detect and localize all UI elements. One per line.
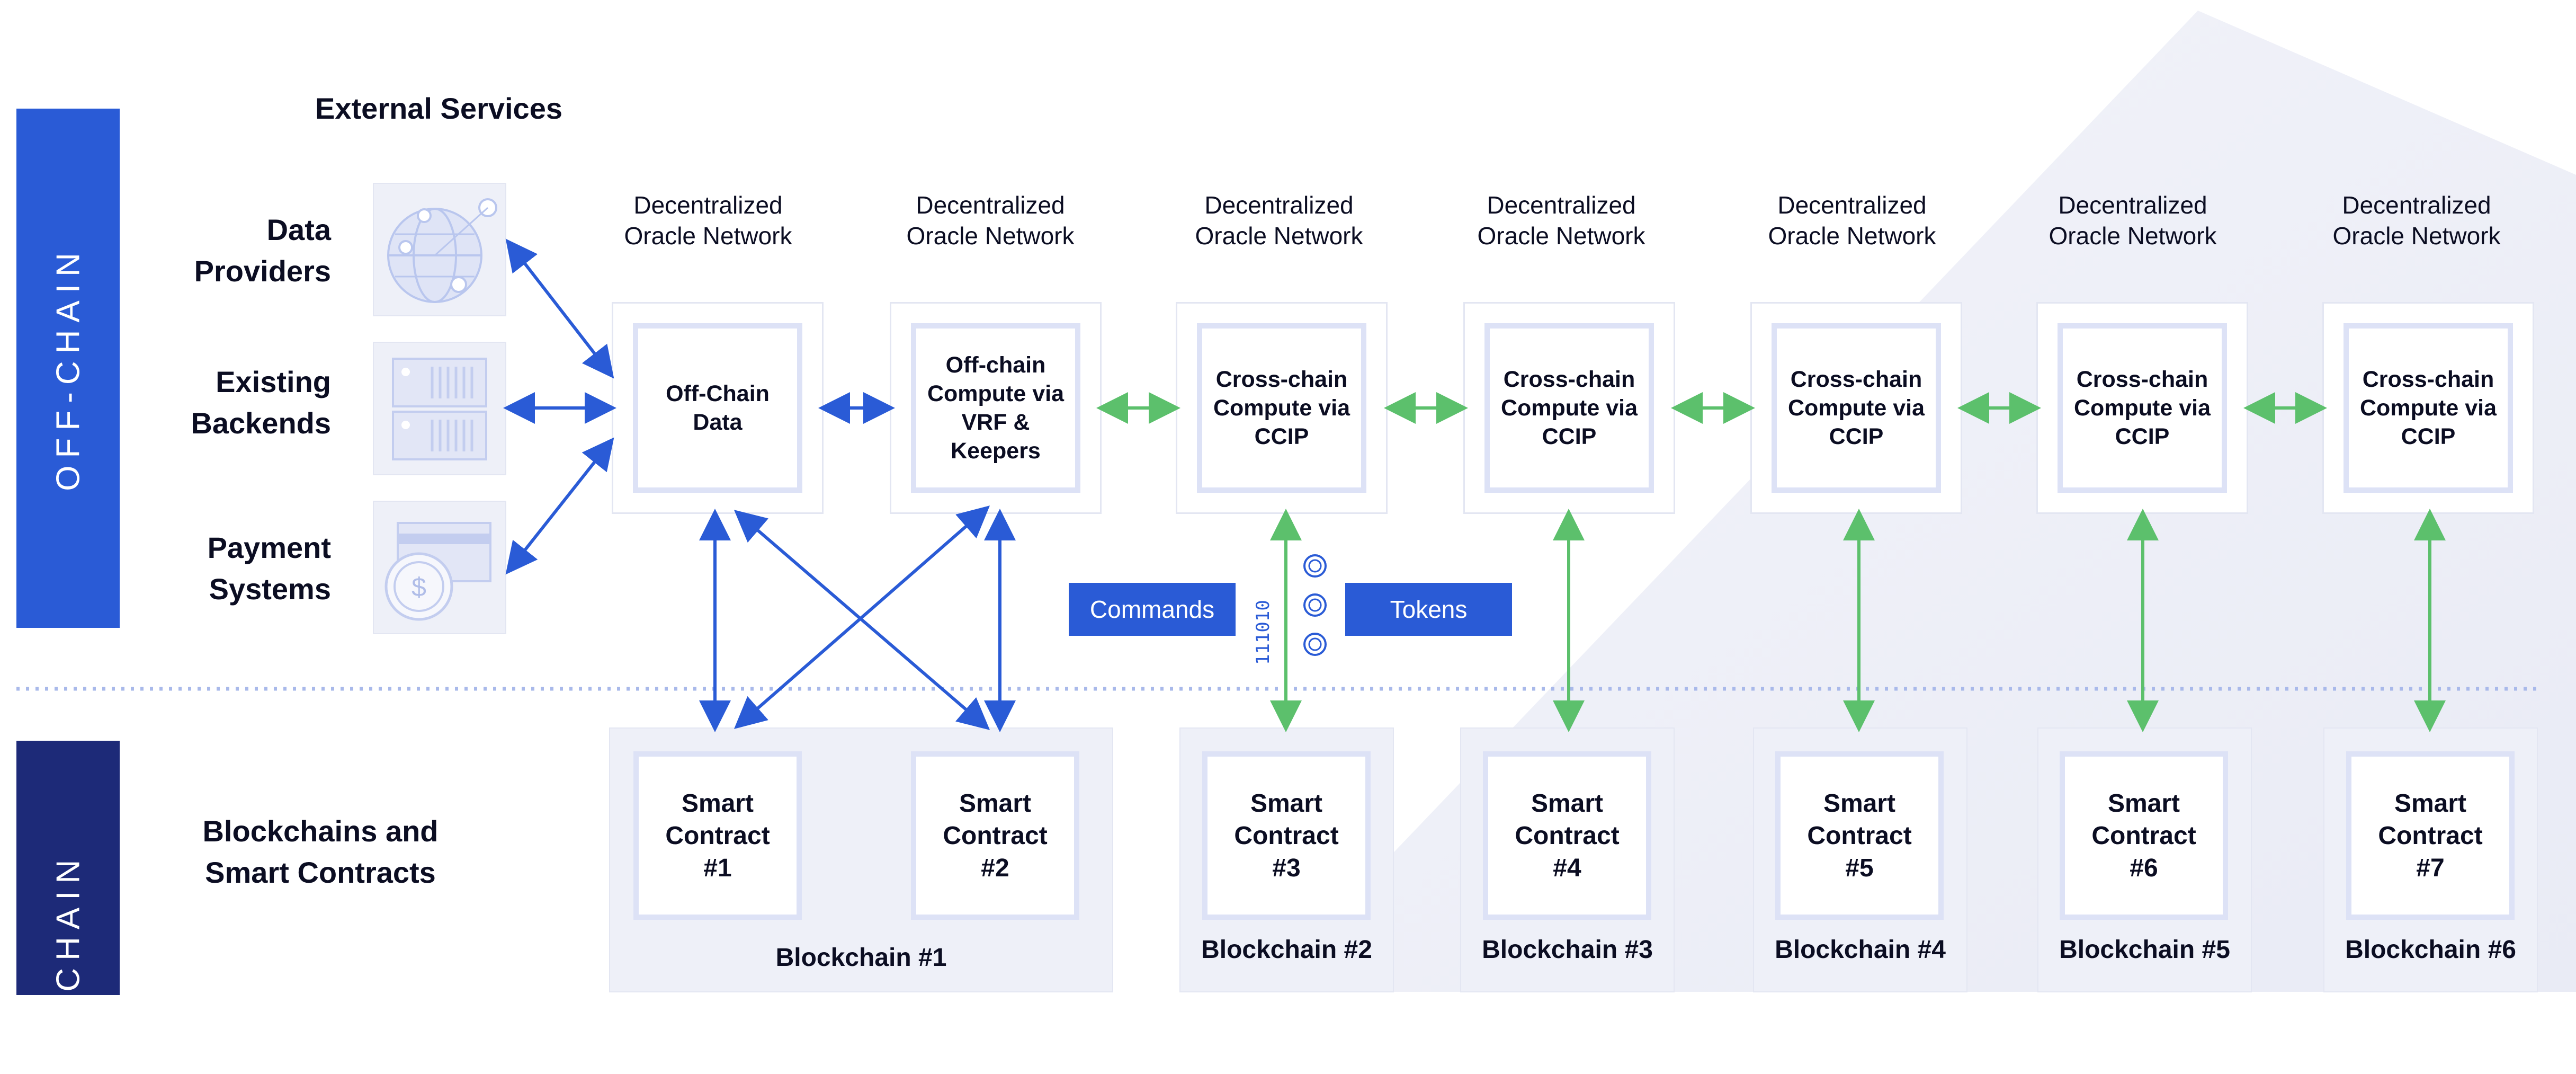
blockchain-label-3: Blockchain #3 (1482, 936, 1653, 964)
payment-systems-label: Payment Systems (207, 531, 331, 606)
globe-network-icon (373, 183, 506, 316)
smart-contract-text-2: Smart Contract #2 (943, 789, 1048, 882)
blockchain-label-6: Blockchain #6 (2345, 936, 2516, 964)
smart-contract-text-7: Smart Contract #7 (2378, 789, 2483, 882)
network-box-7: Cross-chain Compute via CCIP (2322, 302, 2534, 514)
smart-contract-2: Smart Contract #2 (911, 751, 1079, 920)
network-label-1: Decentralized Oracle Network (624, 191, 792, 250)
blockchain-label-5: Blockchain #5 (2059, 936, 2230, 964)
smart-contract-text-6: Smart Contract #6 (2091, 789, 2196, 882)
smart-contract-text-4: Smart Contract #4 (1515, 789, 1620, 882)
smart-contract-6: Smart Contract #6 (2060, 751, 2228, 920)
network-inner-1: Off-Chain Data (633, 323, 802, 493)
existing-backends-label: Existing Backends (191, 365, 331, 440)
smart-contract-text-3: Smart Contract #3 (1234, 789, 1339, 882)
smart-contract-1: Smart Contract #1 (633, 751, 802, 920)
binary-digits: 111010 (1253, 600, 1274, 665)
network-label-3: Decentralized Oracle Network (1195, 191, 1363, 250)
network-box-3: Cross-chain Compute via CCIP (1176, 302, 1388, 514)
network-box-5: Cross-chain Compute via CCIP (1750, 302, 1962, 514)
onchain-label: ON-CHAIN (50, 852, 86, 1074)
network-text-1: Off-Chain Data (666, 381, 770, 435)
network-label-2: Decentralized Oracle Network (906, 191, 1075, 250)
external-services-heading: External Services (315, 92, 562, 125)
blockchains-label: Blockchains and Smart Contracts (202, 814, 439, 889)
network-text-3: Cross-chain Compute via CCIP (1213, 367, 1350, 449)
offchain-band: OFF-CHAIN (16, 109, 120, 628)
network-box-6: Cross-chain Compute via CCIP (2036, 302, 2248, 514)
network-inner-2: Off-chain Compute via VRF & Keepers (911, 323, 1080, 493)
network-inner-4: Cross-chain Compute via CCIP (1484, 323, 1654, 493)
smart-contract-7: Smart Contract #7 (2346, 751, 2515, 920)
network-box-4: Cross-chain Compute via CCIP (1463, 302, 1675, 514)
server-rack-icon (373, 342, 506, 475)
payment-card-coin-icon: $ (373, 501, 506, 634)
network-text-6: Cross-chain Compute via CCIP (2073, 367, 2211, 449)
network-box-2: Off-chain Compute via VRF & Keepers (890, 302, 1102, 514)
network-inner-6: Cross-chain Compute via CCIP (2058, 323, 2227, 493)
network-inner-7: Cross-chain Compute via CCIP (2344, 323, 2513, 493)
network-text-4: Cross-chain Compute via CCIP (1500, 367, 1638, 449)
blockchain-label-2: Blockchain #2 (1201, 936, 1372, 964)
network-text-7: Cross-chain Compute via CCIP (2359, 367, 2497, 449)
network-label-6: Decentralized Oracle Network (2049, 191, 2217, 250)
onchain-band: ON-CHAIN (16, 741, 120, 1074)
network-inner-3: Cross-chain Compute via CCIP (1197, 323, 1366, 493)
network-inner-5: Cross-chain Compute via CCIP (1772, 323, 1941, 493)
smart-contract-3: Smart Contract #3 (1202, 751, 1371, 920)
network-label-7: Decentralized Oracle Network (2332, 191, 2501, 250)
smart-contract-5: Smart Contract #5 (1775, 751, 1944, 920)
svg-text:$: $ (412, 572, 426, 602)
network-label-5: Decentralized Oracle Network (1768, 191, 1936, 250)
data-providers-label: Data Providers (194, 213, 331, 288)
smart-contract-4: Smart Contract #4 (1483, 751, 1651, 920)
network-text-5: Cross-chain Compute via CCIP (1787, 367, 1925, 449)
network-label-4: Decentralized Oracle Network (1477, 191, 1645, 250)
token-coin-icon (1303, 554, 1327, 656)
network-box-1: Off-Chain Data (612, 302, 824, 514)
commands-pill: Commands (1069, 583, 1236, 636)
blockchain-label-1: Blockchain #1 (775, 944, 947, 972)
smart-contract-text-1: Smart Contract #1 (665, 789, 770, 882)
blockchain-label-4: Blockchain #4 (1775, 936, 1946, 964)
tokens-pill: Tokens (1345, 583, 1512, 636)
smart-contract-text-5: Smart Contract #5 (1807, 789, 1912, 882)
network-text-2: Off-chain Compute via VRF & Keepers (927, 352, 1065, 464)
